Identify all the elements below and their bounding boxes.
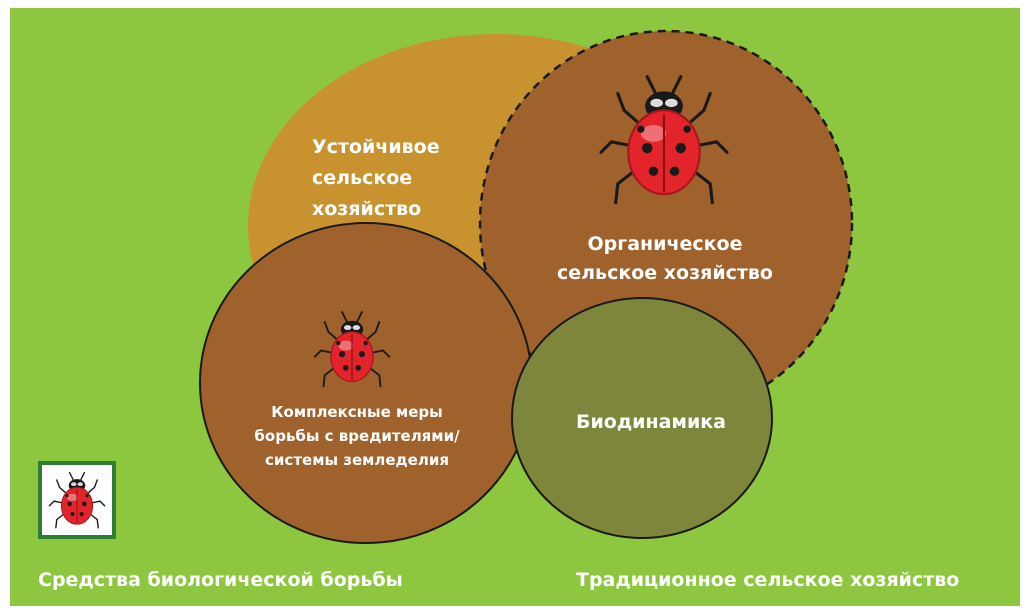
label-line: сельское хозяйство [556, 262, 773, 285]
sustainable-agriculture-label: Устойчивое сельское хозяйство [312, 132, 440, 224]
label-line: борьбы с вредителями/ [254, 427, 460, 445]
venn-diagram [199, 29, 854, 544]
traditional-agriculture-legend-label: Традиционное сельское хозяйство [576, 569, 960, 591]
ipm-label: Комплексные меры борьбы с вредителями/ с… [232, 400, 482, 472]
label-line: Устойчивое [312, 136, 440, 158]
label-line: системы земледелия [265, 451, 449, 469]
label-line: хозяйство [312, 197, 422, 220]
biological-control-legend-label: Средства биологической борьбы [38, 569, 403, 591]
organic-farming-label: Органическое сельское хозяйство [530, 230, 800, 289]
label-line: Комплексные меры [271, 403, 443, 421]
ladybug-icon [48, 471, 106, 529]
label-line: Органическое [587, 233, 743, 255]
diagram-canvas: Устойчивое сельское хозяйство Органическ… [10, 8, 1020, 606]
biological-control-legend-swatch [38, 461, 116, 539]
biodynamics-circle [511, 297, 773, 539]
label-line: сельское [312, 166, 413, 189]
biodynamics-label: Биодинамика [575, 411, 726, 433]
ipm-circle [199, 222, 533, 544]
